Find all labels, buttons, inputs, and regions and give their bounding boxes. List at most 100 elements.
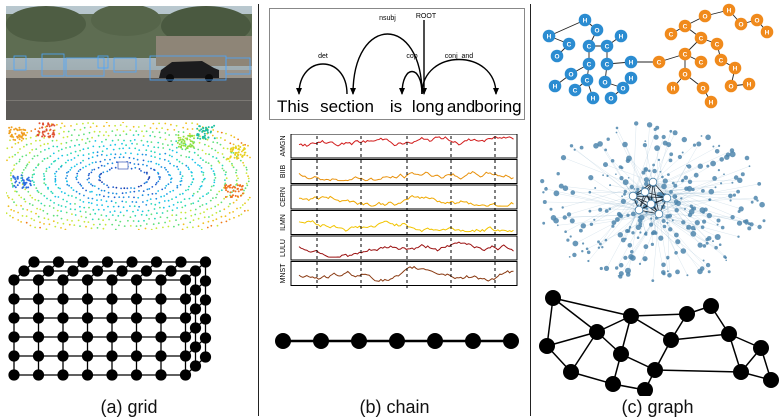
dependency-arc <box>421 59 497 95</box>
ticker-label: ILMN <box>280 214 287 231</box>
atom-label: O <box>700 85 705 92</box>
grid-node <box>175 256 187 268</box>
grid-node <box>57 293 69 305</box>
atom-node <box>742 77 756 91</box>
grid-node <box>81 293 94 305</box>
atom-label: O <box>594 27 599 34</box>
dependency-word: and <box>447 97 475 116</box>
atom-node <box>704 95 718 109</box>
grid-node <box>8 293 20 305</box>
ticker-label: AMGN <box>280 136 287 157</box>
grid-node <box>77 256 89 268</box>
atom-label: H <box>629 75 634 82</box>
grid-node <box>57 350 69 362</box>
grid-node <box>189 303 202 315</box>
sidewalk <box>6 70 252 78</box>
grid-node <box>32 350 45 362</box>
dependency-word: is <box>390 97 402 116</box>
graph-node <box>563 364 579 380</box>
atom-label: C <box>587 43 592 50</box>
atom-node <box>604 91 618 105</box>
atom-node <box>578 13 592 27</box>
grid-node <box>199 294 212 306</box>
grid-node <box>155 312 167 324</box>
atom-node <box>652 55 666 69</box>
atom-label: C <box>683 51 688 58</box>
atom-node <box>562 37 576 51</box>
atom-node <box>734 17 748 31</box>
grid-node <box>126 256 138 268</box>
atom-node <box>580 73 594 87</box>
grid-node <box>8 350 20 362</box>
ticker-label: MNST <box>280 263 287 284</box>
grid-node <box>130 293 143 305</box>
series-line <box>298 136 514 147</box>
grid-node <box>106 274 118 286</box>
atom-label: H <box>709 99 714 106</box>
grid-node <box>130 350 143 362</box>
atom-node <box>724 79 738 93</box>
grid-node <box>199 313 212 325</box>
graph-node <box>663 332 679 348</box>
grid-node <box>106 293 118 305</box>
graph-node <box>721 326 737 342</box>
grid-node <box>32 331 45 343</box>
atom-node <box>760 25 774 39</box>
dependency-label: nsubj <box>379 15 396 22</box>
atom-node <box>600 57 614 71</box>
hub-node <box>648 177 658 187</box>
graph-node <box>589 324 605 340</box>
graph-node <box>613 346 629 362</box>
caption-graph: (c) graph <box>621 397 694 417</box>
dependency-arc <box>401 71 423 95</box>
grid-node <box>130 312 143 324</box>
chain-node <box>275 333 291 349</box>
grid-node <box>199 275 212 287</box>
atom-node <box>548 79 562 93</box>
grid-node <box>179 331 192 343</box>
grid-node <box>179 293 192 305</box>
atom-node <box>678 47 692 61</box>
grid-node <box>155 293 167 305</box>
atom-label: C <box>605 61 610 68</box>
dependency-arc <box>352 33 423 95</box>
graph-node <box>623 308 639 324</box>
atom-label: O <box>728 83 733 90</box>
atom-node <box>728 61 742 75</box>
grid-node <box>57 274 69 286</box>
atom-label: H <box>765 29 770 36</box>
grid-node <box>81 331 94 343</box>
atom-node <box>598 75 612 89</box>
hub-node <box>654 209 664 219</box>
grid-node <box>32 274 45 286</box>
social-network-diagram <box>540 121 766 282</box>
atom-label: H <box>747 81 752 88</box>
hub-node <box>640 187 650 197</box>
atom-node <box>624 55 638 69</box>
hub-node <box>634 205 644 215</box>
grid-node <box>179 274 192 286</box>
atom-label: O <box>754 17 759 24</box>
grid-node <box>199 351 212 363</box>
grid-node <box>42 265 55 277</box>
grid-node <box>106 331 118 343</box>
grid-node <box>150 256 163 268</box>
atom-label: H <box>727 7 732 14</box>
grid-node <box>18 265 30 277</box>
grid-lattice-diagram <box>8 256 212 381</box>
atom-label: C <box>715 41 720 48</box>
atom-label: H <box>671 85 676 92</box>
atom-label: H <box>547 33 552 40</box>
grid-node <box>155 331 167 343</box>
atom-label: C <box>573 87 578 94</box>
grid-node <box>189 360 202 372</box>
atom-label: O <box>620 85 625 92</box>
dependency-word: boring <box>474 97 521 116</box>
graph-node <box>753 340 769 356</box>
atom-label: O <box>738 21 743 28</box>
grid-node <box>179 350 192 362</box>
